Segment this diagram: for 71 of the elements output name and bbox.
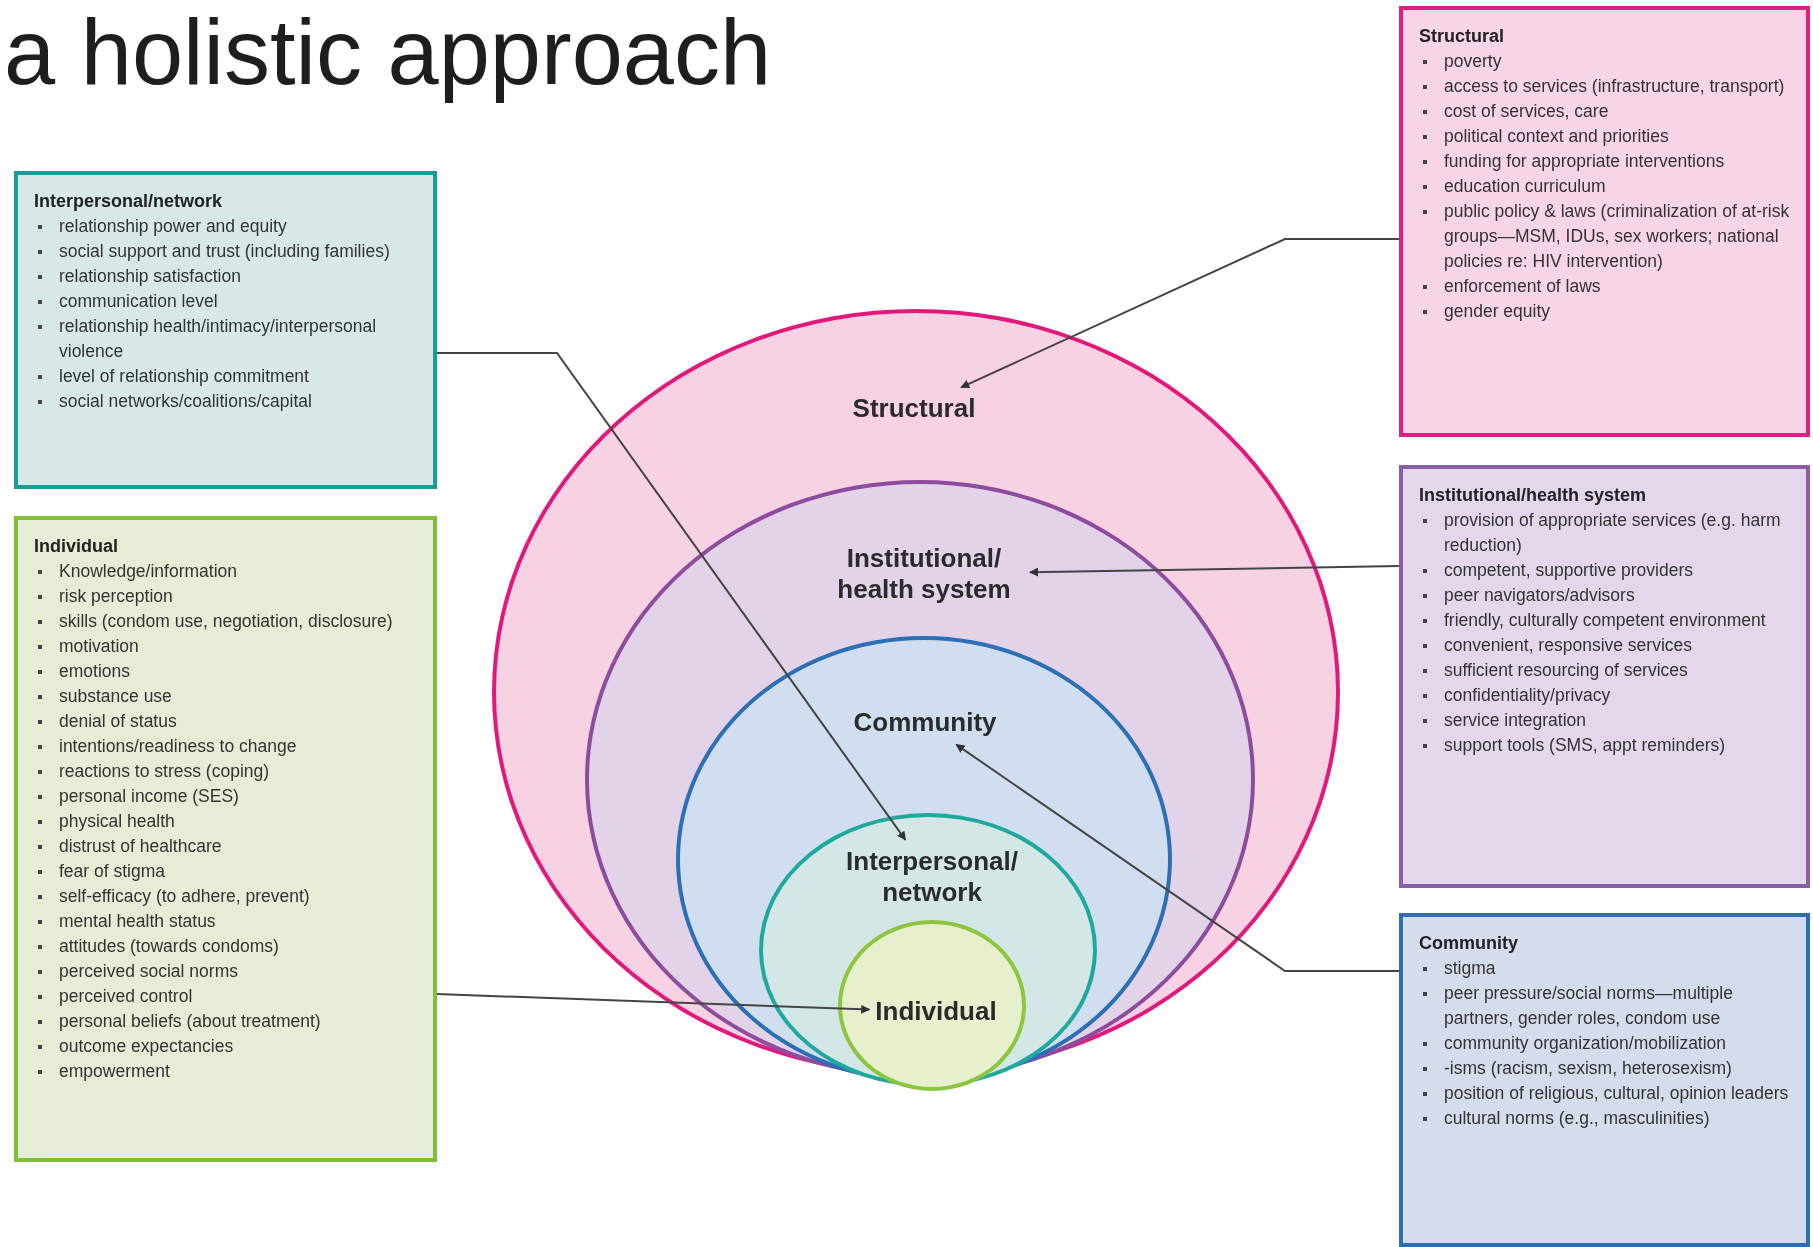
list-item: enforcement of laws xyxy=(1419,274,1794,299)
list-item: stigma xyxy=(1419,956,1794,981)
box-heading: Structural xyxy=(1419,25,1506,48)
list-item: -isms (racism, sexism, heterosexism) xyxy=(1419,1056,1794,1081)
list-item: self-efficacy (to adhere, prevent) xyxy=(34,884,421,909)
list-item: relationship satisfaction xyxy=(34,264,421,289)
factor-box xyxy=(1399,465,1810,888)
list-item: relationship power and equity xyxy=(34,214,421,239)
list-item: peer navigators/advisors xyxy=(1419,583,1794,608)
list-item: communication level xyxy=(34,289,421,314)
box-heading: Interpersonal/network xyxy=(34,190,224,213)
list-item: mental health status xyxy=(34,909,421,934)
list-item: perceived control xyxy=(34,984,421,1009)
slide-title: a holistic approach xyxy=(4,2,772,104)
list-item: service integration xyxy=(1419,708,1794,733)
list-item: perceived social norms xyxy=(34,959,421,984)
list-item: convenient, responsive services xyxy=(1419,633,1794,658)
list-item: poverty xyxy=(1419,49,1794,74)
list-item: reactions to stress (coping) xyxy=(34,759,421,784)
list-item: emotions xyxy=(34,659,421,684)
level-label: Structural xyxy=(852,393,976,425)
list-item: political context and priorities xyxy=(1419,124,1794,149)
arrow xyxy=(960,238,1400,389)
list-item: outcome expectancies xyxy=(34,1034,421,1059)
list-item: funding for appropriate interventions xyxy=(1419,149,1794,174)
list-item: education curriculum xyxy=(1419,174,1794,199)
level-label: Individual xyxy=(875,996,997,1028)
list-item: substance use xyxy=(34,684,421,709)
list-item: cultural norms (e.g., masculinities) xyxy=(1419,1106,1794,1131)
box-heading: Individual xyxy=(34,535,119,558)
list-item: provision of appropriate services (e.g. harm reduction) xyxy=(1419,508,1794,558)
list-item: friendly, culturally competent environment xyxy=(1419,608,1794,633)
factor-box xyxy=(1399,6,1810,437)
list-item: empowerment xyxy=(34,1059,421,1084)
list-item: fear of stigma xyxy=(34,859,421,884)
list-item: public policy & laws (criminalization of at-risk groups—MSM, IDUs, sex workers; national policies re: HIV intervention) xyxy=(1419,199,1794,274)
list-item: physical health xyxy=(34,809,421,834)
list-item: denial of status xyxy=(34,709,421,734)
level-label: Interpersonal/ network xyxy=(845,845,1019,909)
arrow xyxy=(955,743,1400,972)
list-item: position of religious, cultural, opinion leaders xyxy=(1419,1081,1794,1106)
list-item: social networks/coalitions/capital xyxy=(34,389,421,414)
list-item: distrust of healthcare xyxy=(34,834,421,859)
factor-box xyxy=(1399,913,1810,1247)
list-item: sufficient resourcing of services xyxy=(1419,658,1794,683)
arrow xyxy=(436,352,907,841)
list-item: motivation xyxy=(34,634,421,659)
list-item: skills (condom use, negotiation, disclosure) xyxy=(34,609,421,634)
list-item: support tools (SMS, appt reminders) xyxy=(1419,733,1794,758)
list-item: cost of services, care xyxy=(1419,99,1794,124)
list-item: attitudes (towards condoms) xyxy=(34,934,421,959)
list-item: gender equity xyxy=(1419,299,1794,324)
list-item: risk perception xyxy=(34,584,421,609)
list-item: intentions/readiness to change xyxy=(34,734,421,759)
list-item: access to services (infrastructure, transport) xyxy=(1419,74,1794,99)
list-item: level of relationship commitment xyxy=(34,364,421,389)
box-heading: Community xyxy=(1419,932,1519,955)
list-item: personal income (SES) xyxy=(34,784,421,809)
list-item: confidentiality/privacy xyxy=(1419,683,1794,708)
list-item: social support and trust (including families) xyxy=(34,239,421,264)
list-item: Knowledge/information xyxy=(34,559,421,584)
arrow xyxy=(436,993,871,1014)
level-label: Community xyxy=(853,707,997,739)
list-item: community organization/mobilization xyxy=(1419,1031,1794,1056)
list-item: personal beliefs (about treatment) xyxy=(34,1009,421,1034)
level-label: Institutional/ health system xyxy=(836,542,1012,606)
factor-box xyxy=(14,171,437,489)
factor-box xyxy=(14,516,437,1162)
box-heading: Institutional/health system xyxy=(1419,484,1648,507)
arrow xyxy=(1029,565,1400,577)
list-item: competent, supportive providers xyxy=(1419,558,1794,583)
